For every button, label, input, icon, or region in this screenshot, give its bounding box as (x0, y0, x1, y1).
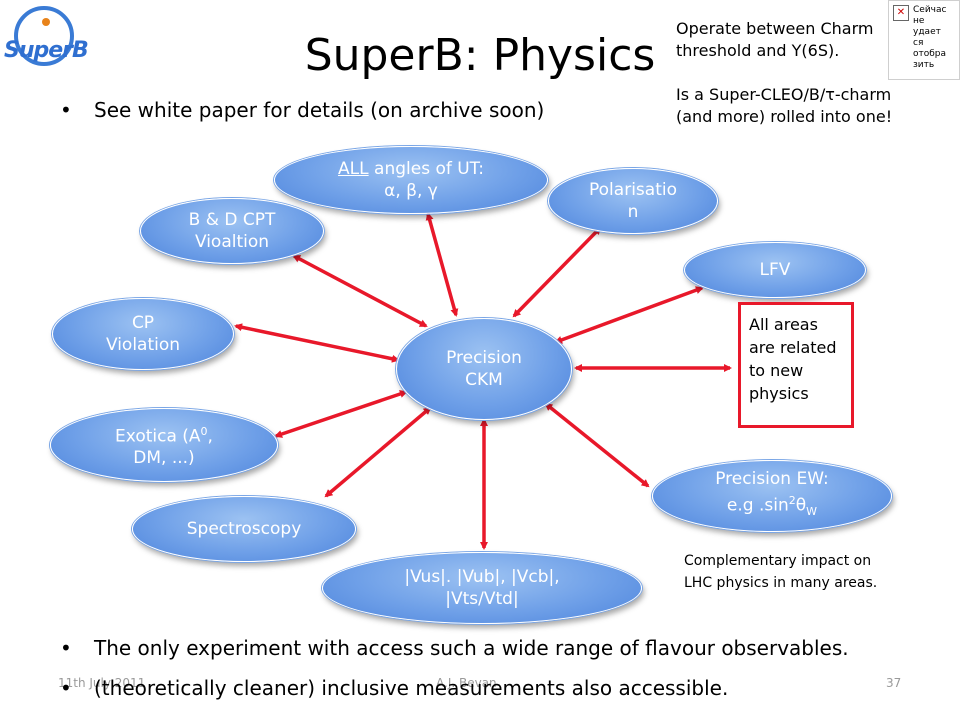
node-angles: ALL angles of UT: α, β, γ (274, 146, 548, 214)
arrow-ew (544, 402, 650, 488)
node-cpt: B & D CPT Vioaltion (140, 198, 324, 264)
bullet-icon: • (60, 98, 72, 122)
box-line: to new (749, 361, 804, 380)
node-angles-line2: α, β, γ (384, 181, 438, 201)
node-polarisation-line2: n (627, 202, 639, 222)
node-center-ckm: Precision CKM (396, 318, 572, 420)
superb-logo: SuperB (4, 6, 89, 76)
box-line: are related (749, 338, 837, 357)
arrow-cpt (292, 254, 428, 328)
bullet-bottom-1-text: The only experiment with access such a w… (94, 636, 849, 660)
arrow-lfv (554, 286, 704, 344)
bullet-icon: • (60, 676, 72, 700)
slide-title: SuperB: Physics (304, 30, 656, 81)
node-polarisation-line1: Polarisatio (589, 180, 677, 200)
popup-line: не (913, 16, 925, 26)
footer-date: 11th July 2011 (58, 676, 146, 690)
logo-dot (42, 18, 50, 26)
bullet-bottom-2-text: (theoretically cleaner) inclusive measur… (94, 676, 729, 700)
node-ew: Precision EW: e.g .sin2θW (652, 460, 892, 532)
node-ew-line1: Precision EW: (715, 469, 829, 490)
bullet-bottom-1: • The only experiment with access such a… (0, 636, 960, 662)
arrow-cp (234, 323, 400, 363)
arrow-angles (425, 212, 459, 317)
node-vus-line1: |Vus|. |Vub|, |Vcb|, (404, 567, 560, 587)
node-lfv-line1: LFV (759, 260, 791, 280)
node-vus: |Vus|. |Vub|, |Vcb|, |Vts/Vtd| (322, 552, 642, 624)
footer-page-number: 37 (886, 676, 902, 690)
node-polarisation: Polarisatio n (548, 168, 718, 234)
complementary-note: Complementary impact on LHC physics in m… (684, 550, 954, 594)
complementary-line-1: Complementary impact on (684, 553, 872, 569)
node-exotica: Exotica (A0, DM, ...) (50, 408, 278, 482)
footer-author: A.J. Bevan (436, 676, 497, 690)
note-line-4: (and more) rolled into one! (676, 107, 893, 126)
box-line: All areas (749, 315, 818, 334)
node-cpt-line1: B & D CPT (188, 210, 276, 230)
popup-line: зить (913, 60, 935, 70)
popup-line: Сейчас (913, 5, 947, 15)
popup-line: удает (913, 27, 941, 37)
complementary-line-2: LHC physics in many areas. (684, 575, 878, 591)
box-line: physics (749, 384, 809, 403)
node-center-line2: CKM (465, 370, 503, 390)
note-line-1: Operate between Charm (676, 19, 874, 38)
node-angles-line1: ALL angles of UT: (338, 159, 484, 179)
new-physics-box: All areas are related to new physics (738, 302, 854, 428)
bullet-top: • See white paper for details (on archiv… (0, 98, 700, 124)
node-cpt-line2: Vioaltion (194, 232, 270, 252)
bullet-bottom-2: • (theoretically cleaner) inclusive meas… (0, 676, 960, 702)
logo-ring (14, 6, 74, 66)
popup-warning-icon: ✕ (893, 5, 909, 21)
node-exotica-line2: DM, ...) (133, 448, 195, 469)
popup-line: ся (913, 38, 924, 48)
notification-popup[interactable]: ✕ Сейчас не удает ся отобра зить (888, 0, 960, 80)
node-vus-line2: |Vts/Vtd| (445, 589, 519, 609)
node-cp: CP Violation (52, 298, 234, 370)
bullet-icon: • (60, 636, 72, 660)
note-line-3: Is a Super-CLEO/B/τ-charm (676, 85, 892, 104)
node-spectroscopy: Spectroscopy (132, 496, 356, 562)
node-exotica-line1: Exotica (A0, (115, 424, 213, 447)
node-cp-line2: Violation (105, 335, 181, 355)
node-spectroscopy-line1: Spectroscopy (186, 519, 302, 539)
note-line-2: threshold and Υ(6S). (676, 41, 840, 60)
top-right-note: Operate between Charm threshold and Υ(6S… (676, 18, 958, 128)
logo-text: SuperB (4, 38, 89, 63)
popup-line: отобра (913, 49, 947, 59)
node-center-line1: Precision (446, 348, 522, 368)
node-cp-line1: CP (131, 313, 155, 333)
node-lfv: LFV (684, 242, 866, 298)
bullet-top-text: See white paper for details (on archive … (94, 98, 545, 122)
node-ew-line2: e.g .sin2θW (726, 494, 818, 519)
arrow-exotica (274, 390, 408, 438)
arrow-polarisation (512, 226, 602, 318)
arrow-spectroscopy (324, 406, 432, 498)
